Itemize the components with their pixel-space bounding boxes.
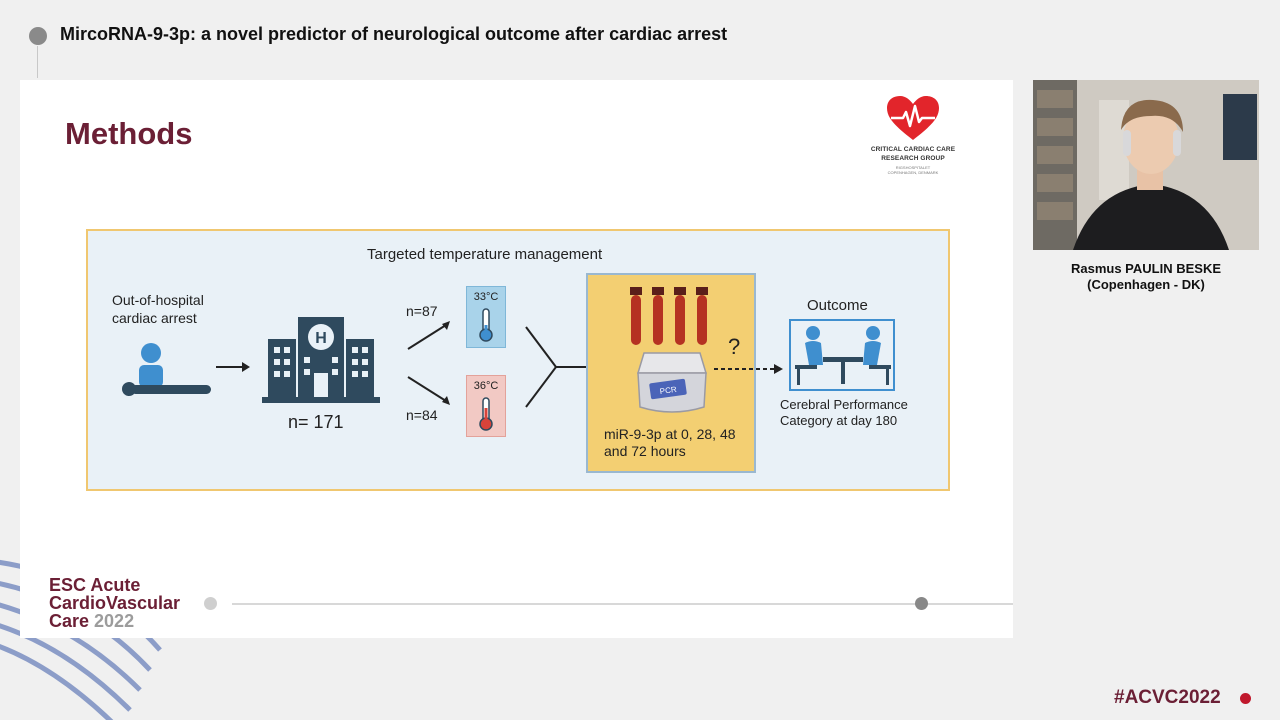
ohca-label-line2: cardiac arrest xyxy=(112,310,197,326)
ohca-label-line1: Out-of-hospital xyxy=(112,292,204,308)
esc-logo-line3: Care 2022 xyxy=(49,612,180,630)
outcome-title: Outcome xyxy=(807,297,868,314)
slide-heading: Methods xyxy=(65,116,193,151)
svg-text:H: H xyxy=(315,330,327,347)
speaker-video-frame xyxy=(1033,80,1259,250)
event-hashtag: #ACVC2022 xyxy=(1114,687,1221,708)
title-bullet-dot xyxy=(29,27,47,45)
temp-33-label: 33°C xyxy=(473,291,499,303)
assay-label-line1: miR-9-3p at 0, 28, 48 xyxy=(604,426,736,442)
n-36-label: n=84 xyxy=(406,407,438,423)
speaker-name: Rasmus PAULIN BESKE xyxy=(1070,261,1221,276)
slide-progress-handle[interactable] xyxy=(915,597,928,610)
ttm-label: Targeted temperature management xyxy=(367,246,603,263)
question-mark: ? xyxy=(728,334,741,359)
research-group-logo: CRITICAL CARDIAC CARE RESEARCH GROUP RIG… xyxy=(868,96,958,186)
logo-line-3: RIGSHOSPITALET xyxy=(895,165,931,170)
hospital-icon: H xyxy=(262,317,380,403)
speaker-webcam-video xyxy=(1033,80,1259,250)
esc-acvc-logo: ESC Acute CardioVascular Care 2022 xyxy=(49,576,180,630)
n-33-label: n=87 xyxy=(406,303,438,319)
esc-logo-care: Care xyxy=(49,611,95,631)
cold-thermometer-icon xyxy=(479,308,493,342)
logo-line-2: RESEARCH GROUP xyxy=(881,155,945,162)
thermometer-33-box: 33°C xyxy=(466,286,506,348)
outcome-label-line1: Cerebral Performance xyxy=(780,397,908,412)
slide-progress-start-dot xyxy=(204,597,217,610)
pcr-machine-icon: PCR xyxy=(636,352,708,413)
arrow-to-hospital-icon xyxy=(216,362,250,372)
assay-label-line2: and 72 hours xyxy=(604,443,686,459)
n-total-label: n= 171 xyxy=(288,412,344,432)
slide-progress-track xyxy=(232,603,1013,605)
logo-line-1: CRITICAL CARDIAC CARE xyxy=(870,146,956,153)
pcr-display-text: PCR xyxy=(659,385,677,396)
split-arrows-icon xyxy=(407,321,450,405)
methods-diagram: Targeted temperature management Out-of-h… xyxy=(86,229,950,491)
hashtag-red-dot xyxy=(1240,693,1251,704)
temp-36-label: 36°C xyxy=(473,380,499,392)
esc-logo-year: 2022 xyxy=(94,611,135,631)
blood-tubes-icon xyxy=(630,287,708,345)
warm-thermometer-icon xyxy=(479,397,493,431)
title-connector-line xyxy=(37,46,38,78)
speaker-caption: Rasmus PAULIN BESKE (Copenhagen - DK) xyxy=(1030,261,1262,293)
esc-logo-line2: CardioVascular xyxy=(49,593,181,613)
esc-logo-line1: ESC Acute xyxy=(49,575,141,595)
speaker-affiliation: (Copenhagen - DK) xyxy=(1087,277,1205,292)
outcome-label-line2: Category at day 180 xyxy=(780,413,898,428)
thermometer-36-box: 36°C xyxy=(466,375,506,437)
lab-analysis-box: PCR miR-9-3p at 0, 28, 48 and 72 hours xyxy=(586,273,756,473)
cpr-icon xyxy=(122,343,211,396)
dashed-arrow-icon xyxy=(714,364,783,374)
logo-line-4: COPENHAGEN, DENMARK xyxy=(887,170,939,175)
consultation-icon xyxy=(789,319,895,391)
slide: Methods CRITICAL CARDIAC CARE RESEARCH G… xyxy=(20,80,1013,638)
talk-title: MircoRNA-9-3p: a novel predictor of neur… xyxy=(60,24,728,44)
heart-ecg-icon xyxy=(887,96,939,140)
